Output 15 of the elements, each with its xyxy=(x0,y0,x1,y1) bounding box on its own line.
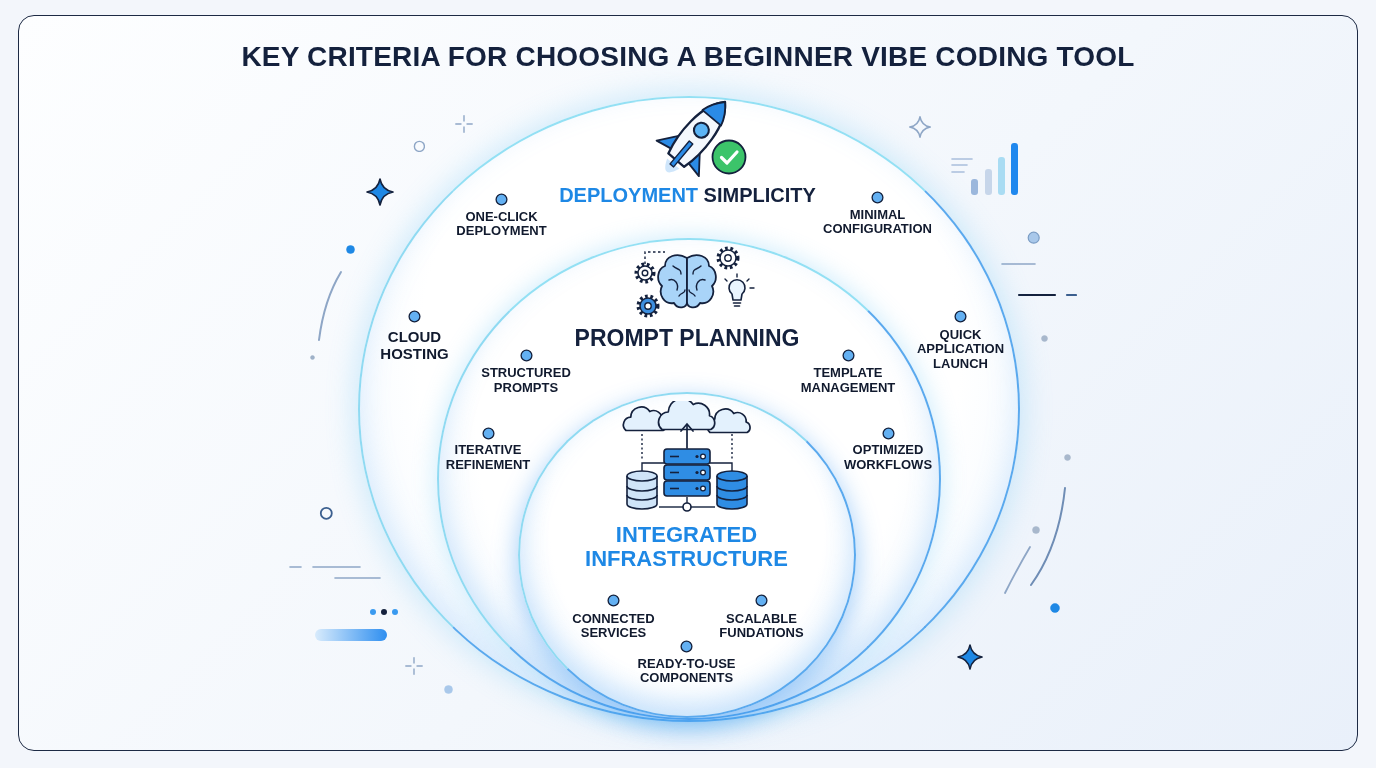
item-label: CONNECTED SERVICES xyxy=(571,611,656,642)
item-label: ITERATIVE REFINEMENT xyxy=(444,443,532,473)
item-label: OPTIMIZED WORKFLOWS xyxy=(842,443,934,473)
category-heading: INTEGRATED INFRASTRUCTURE xyxy=(584,522,789,572)
item-label: MINIMAL CONFIGURATION xyxy=(822,207,933,238)
diagram-title: KEY CRITERIA FOR CHOOSING A BEGINNER VIBE CODING TOOL xyxy=(240,40,1136,74)
item-label: QUICK APPLICATION LAUNCH xyxy=(915,327,1006,373)
item-label: CLOUD HOSTING xyxy=(379,327,450,362)
category-heading: PROMPT PLANNING xyxy=(573,325,801,353)
category-heading: DEPLOYMENT SIMPLICITY xyxy=(558,182,817,207)
item-label: STRUCTURED PROMPTS xyxy=(480,366,572,396)
item-label: READY-TO-USE COMPONENTS xyxy=(636,656,737,687)
item-label: SCALABLE FUNDATIONS xyxy=(718,611,805,642)
item-label: TEMPLATE MANAGEMENT xyxy=(799,366,897,396)
item-label: ONE-CLICK DEPLOYMENT xyxy=(455,209,548,240)
